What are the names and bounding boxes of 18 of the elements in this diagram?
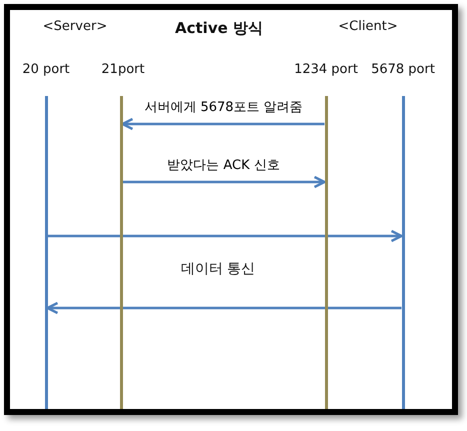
role-label: <Server>	[42, 19, 108, 34]
lifeline	[324, 96, 328, 409]
arrow	[48, 230, 403, 242]
edge-label: 받았다는 ACK 신호	[165, 156, 282, 174]
role-label: <Client>	[338, 19, 398, 34]
diagram-title: Active 방식	[175, 19, 263, 38]
lifeline	[44, 96, 48, 409]
lifeline	[402, 96, 404, 409]
arrow	[46, 302, 402, 314]
arrow	[122, 176, 326, 188]
port-label: 20 port	[22, 62, 70, 77]
port-label: 5678 port	[371, 62, 435, 77]
message-label: 데이터 통신	[180, 260, 256, 278]
arrow	[121, 118, 324, 130]
port-label: 21port	[101, 62, 145, 77]
port-label: 1234 port	[294, 62, 358, 77]
lifeline	[120, 96, 122, 409]
edge-label: 서버에게 5678포트 알려줌	[142, 98, 305, 116]
